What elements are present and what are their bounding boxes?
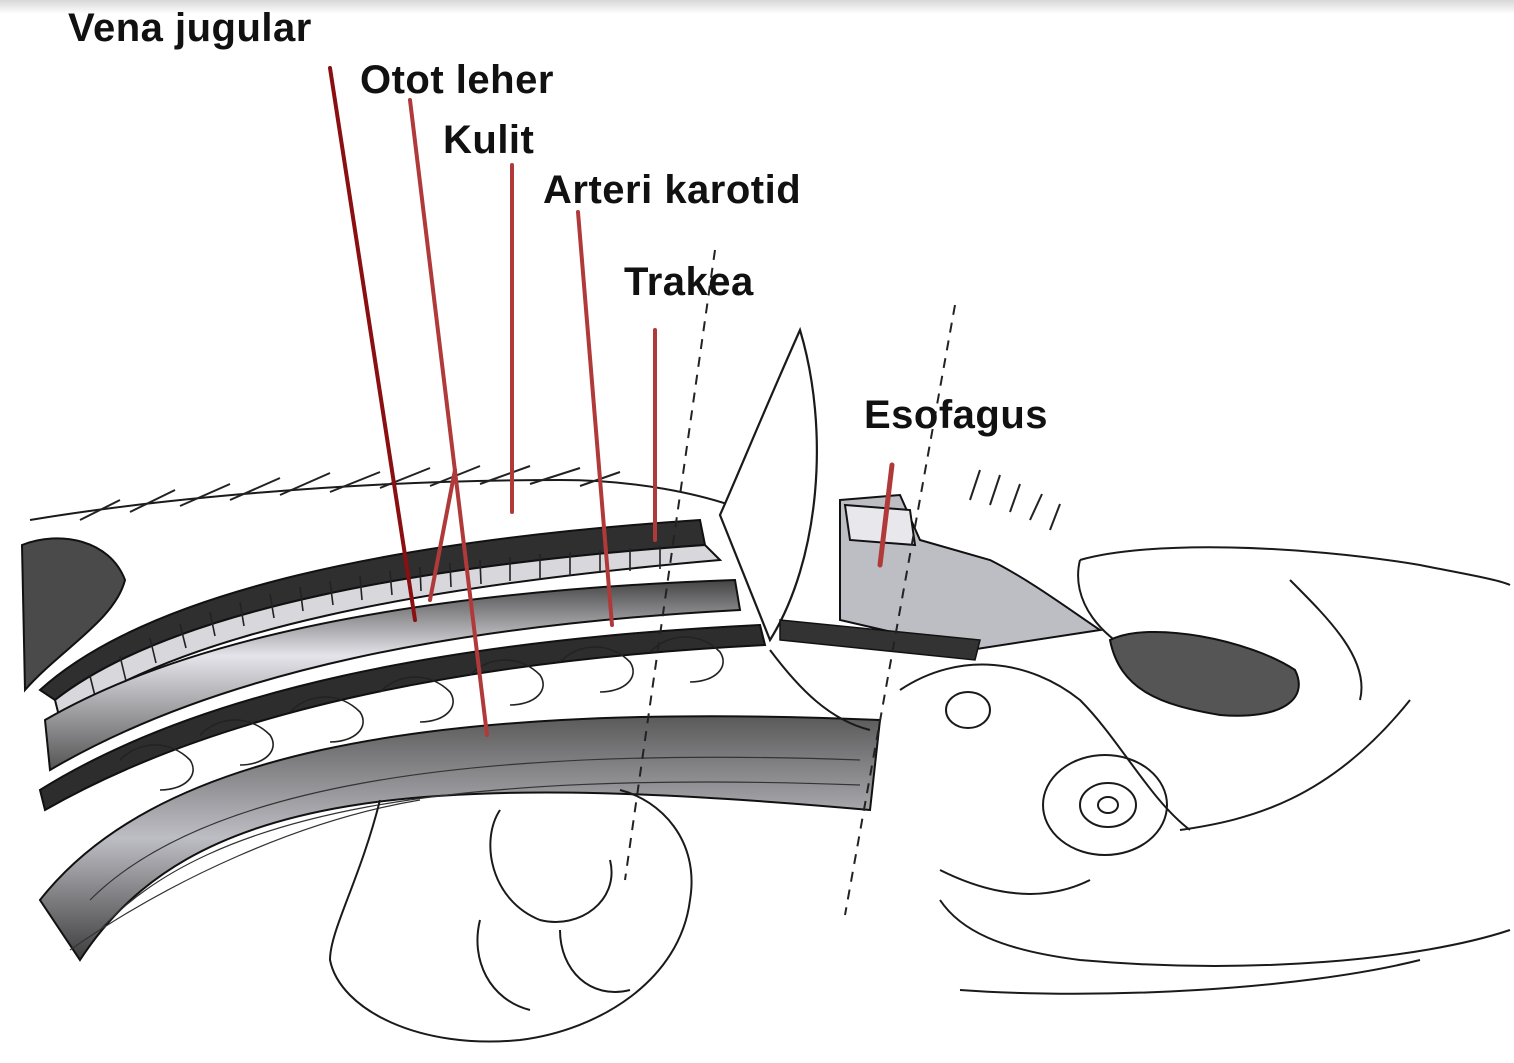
gland-mass (1110, 632, 1299, 716)
label-trakea: Trakea (624, 260, 754, 305)
label-otot-leher: Otot leher (360, 58, 554, 103)
leader-vena-jugular (330, 68, 415, 620)
hair-strokes (80, 466, 1060, 530)
esophagus-stump (845, 505, 915, 545)
label-arteri-karotid: Arteri karotid (543, 168, 801, 213)
label-esofagus: Esofagus (864, 393, 1048, 438)
label-kulit: Kulit (443, 118, 534, 163)
hand-outline (330, 790, 692, 1042)
label-vena-jugular: Vena jugular (68, 6, 312, 51)
